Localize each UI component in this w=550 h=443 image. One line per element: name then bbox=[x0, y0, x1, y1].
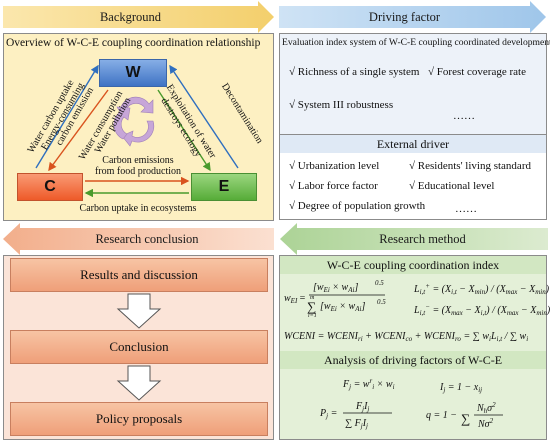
research-conclusion-header-arrow bbox=[3, 223, 274, 255]
results-discussion-box: Results and discussion bbox=[10, 258, 268, 292]
external-driver-title: External driver bbox=[280, 135, 546, 153]
method-panel bbox=[279, 255, 547, 440]
label-carbon-emissions-food-1: Carbon emissions bbox=[102, 155, 174, 166]
node-w: W bbox=[99, 59, 167, 87]
external-item: √ Labor force factor bbox=[289, 180, 378, 192]
conclusion-box: Conclusion bbox=[10, 330, 268, 364]
node-c: C bbox=[17, 173, 83, 201]
evaluation-title: Evaluation index system of W-C-E couplin… bbox=[282, 37, 550, 48]
policy-proposals-box: Policy proposals bbox=[10, 402, 268, 436]
background-header-arrow bbox=[3, 1, 274, 33]
arrow-w-to-c bbox=[48, 89, 109, 172]
evaluation-ellipsis: …… bbox=[453, 110, 475, 122]
arrow-c-to-w bbox=[35, 64, 99, 169]
node-e: E bbox=[191, 173, 257, 201]
arrow-w-to-e bbox=[157, 89, 211, 172]
driving-factor-header-arrow bbox=[279, 1, 546, 33]
svg-text:[wEi × wAi]: [wEi × wAi] bbox=[313, 282, 358, 294]
evaluation-panel bbox=[279, 33, 547, 135]
svg-text:[wEi × wAi]: [wEi × wAi] bbox=[320, 301, 365, 313]
external-item: √ Urbanization level bbox=[289, 160, 380, 172]
svg-text:m: m bbox=[310, 295, 315, 301]
driving-analysis-title: Analysis of driving factors of W-C-E bbox=[280, 351, 546, 369]
svg-text:0.5: 0.5 bbox=[375, 279, 384, 287]
svg-text:WCENI = WCENIri + WCENIco + WC: WCENI = WCENIri + WCENIco + WCENIro = ∑ … bbox=[284, 331, 528, 343]
overview-title: Overview of W-C-E coupling coordination … bbox=[6, 37, 261, 49]
svg-text:q = 1 −: q = 1 − bbox=[426, 410, 457, 421]
arrow-e-to-w bbox=[169, 64, 239, 169]
svg-text:∑: ∑ bbox=[307, 299, 316, 314]
external-ellipsis: …… bbox=[455, 203, 477, 215]
down-arrow-icon bbox=[116, 365, 162, 401]
evaluation-item: √ System III robustness bbox=[289, 99, 394, 111]
svg-text:Li,t− = (Xmax − Xi,t) / (Xmax: Li,t− = (Xmax − Xi,t) / (Xmax − Xmin) bbox=[413, 303, 550, 317]
external-item: √ Degree of population growth bbox=[289, 200, 426, 212]
external-item: √ Residents' living standard bbox=[409, 160, 531, 172]
svg-text:FjIj: FjIj bbox=[355, 401, 369, 413]
research-conclusion-header: Research conclusion bbox=[95, 231, 199, 246]
svg-text:=: = bbox=[299, 293, 306, 304]
svg-text:i=1: i=1 bbox=[308, 313, 317, 319]
svg-text:wEI: wEI bbox=[284, 293, 298, 305]
evaluation-item: √ Richness of a single system bbox=[289, 66, 420, 78]
external-item: √ Educational level bbox=[409, 180, 495, 192]
svg-text:Nσ2: Nσ2 bbox=[477, 417, 494, 430]
research-method-header: Research method bbox=[379, 231, 466, 246]
down-arrow-icon bbox=[116, 293, 162, 329]
svg-text:Li,t+ = (Xi,t − Xmin) / (Xmax: Li,t+ = (Xi,t − Xmin) / (Xmax − Xmin) bbox=[413, 282, 550, 296]
driving-factor-header: Driving factor bbox=[368, 9, 441, 24]
cycle-icon bbox=[113, 96, 155, 147]
svg-text:Nhσ2: Nhσ2 bbox=[476, 401, 496, 415]
svg-text:Fj = wri × wi: Fj = wri × wi bbox=[342, 377, 395, 391]
evaluation-item: √ Forest coverage rate bbox=[428, 66, 526, 78]
label-carbon-emissions-food-2: from food production bbox=[94, 166, 182, 177]
research-method-header-arrow bbox=[280, 223, 548, 255]
svg-text:0.5: 0.5 bbox=[377, 298, 386, 306]
background-header: Background bbox=[99, 9, 162, 24]
svg-text:∑: ∑ bbox=[461, 411, 470, 426]
svg-text:Pj =: Pj = bbox=[319, 408, 337, 420]
svg-text:Ij = 1 − xij: Ij = 1 − xij bbox=[439, 382, 482, 394]
label-carbon-uptake-ecosystems: Carbon uptake in ecosystems bbox=[79, 203, 197, 214]
coupling-index-title: W-C-E coupling coordination index bbox=[280, 256, 546, 274]
svg-text:∑ FjIj: ∑ FjIj bbox=[345, 418, 368, 430]
